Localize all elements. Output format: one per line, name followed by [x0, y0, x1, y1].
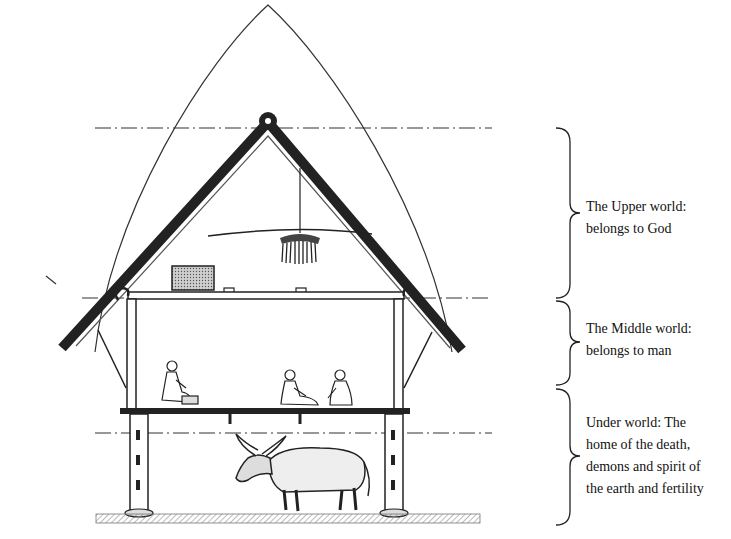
pillar-mark: [136, 480, 140, 490]
buffalo-legs: [284, 488, 356, 511]
person-head: [285, 370, 295, 380]
brace: [404, 332, 432, 388]
roof-knob-eye: [265, 118, 271, 124]
under-bracket: [556, 389, 580, 525]
pillar-mark: [136, 430, 140, 440]
world-brackets: [556, 128, 580, 525]
person-arm: [294, 388, 306, 396]
pillar-mark: [391, 455, 395, 465]
upper-boundary: [95, 127, 492, 128]
beam-curl: [404, 288, 417, 300]
pillar-mark: [391, 430, 395, 440]
pillar: [380, 414, 408, 517]
person-arm: [176, 380, 186, 388]
person-body: [330, 381, 352, 405]
floor-peg: [230, 414, 300, 424]
pillar-mark: [136, 455, 140, 465]
lower-boundary: [95, 432, 492, 433]
storage-box: [172, 266, 214, 290]
buffalo-horn: [262, 436, 286, 456]
person-arm: [328, 388, 336, 398]
person-body: [281, 381, 318, 405]
tick-mark: [46, 276, 56, 284]
buffalo-horn: [236, 434, 258, 456]
seated-person: [328, 370, 352, 405]
buffalo-head: [236, 455, 272, 482]
basket: [182, 396, 198, 404]
world-boundaries: [82, 128, 492, 433]
world-label: Under world: The home of the death, demo…: [586, 412, 718, 500]
middle-bracket: [556, 301, 580, 385]
pillar-shaft: [130, 414, 148, 512]
ornament-fringe: [282, 241, 316, 264]
seated-person: [281, 370, 318, 405]
buffalo: [236, 434, 369, 511]
pillar-mark: [391, 480, 395, 490]
pillar-shaft: [385, 414, 403, 512]
person-head: [335, 370, 345, 380]
ground: [96, 514, 480, 523]
world-label: The Middle world: belongs to man: [586, 318, 718, 362]
world-label: The Upper world: belongs to God: [586, 196, 718, 240]
seated-person: [162, 361, 198, 404]
house-post: [394, 299, 403, 409]
ornament-band: [280, 234, 320, 244]
hanging-cord: [299, 168, 300, 233]
roof-knob: [259, 112, 277, 130]
buffalo-tail: [364, 462, 369, 496]
buffalo-body: [268, 448, 365, 492]
upper-bracket: [556, 128, 580, 298]
brace: [98, 330, 126, 388]
person-head: [167, 361, 177, 371]
house-post: [127, 299, 136, 409]
ceiling-beam: [128, 292, 404, 299]
beam-curl: [116, 288, 129, 300]
floor: [120, 408, 410, 414]
pillar: [125, 414, 153, 517]
